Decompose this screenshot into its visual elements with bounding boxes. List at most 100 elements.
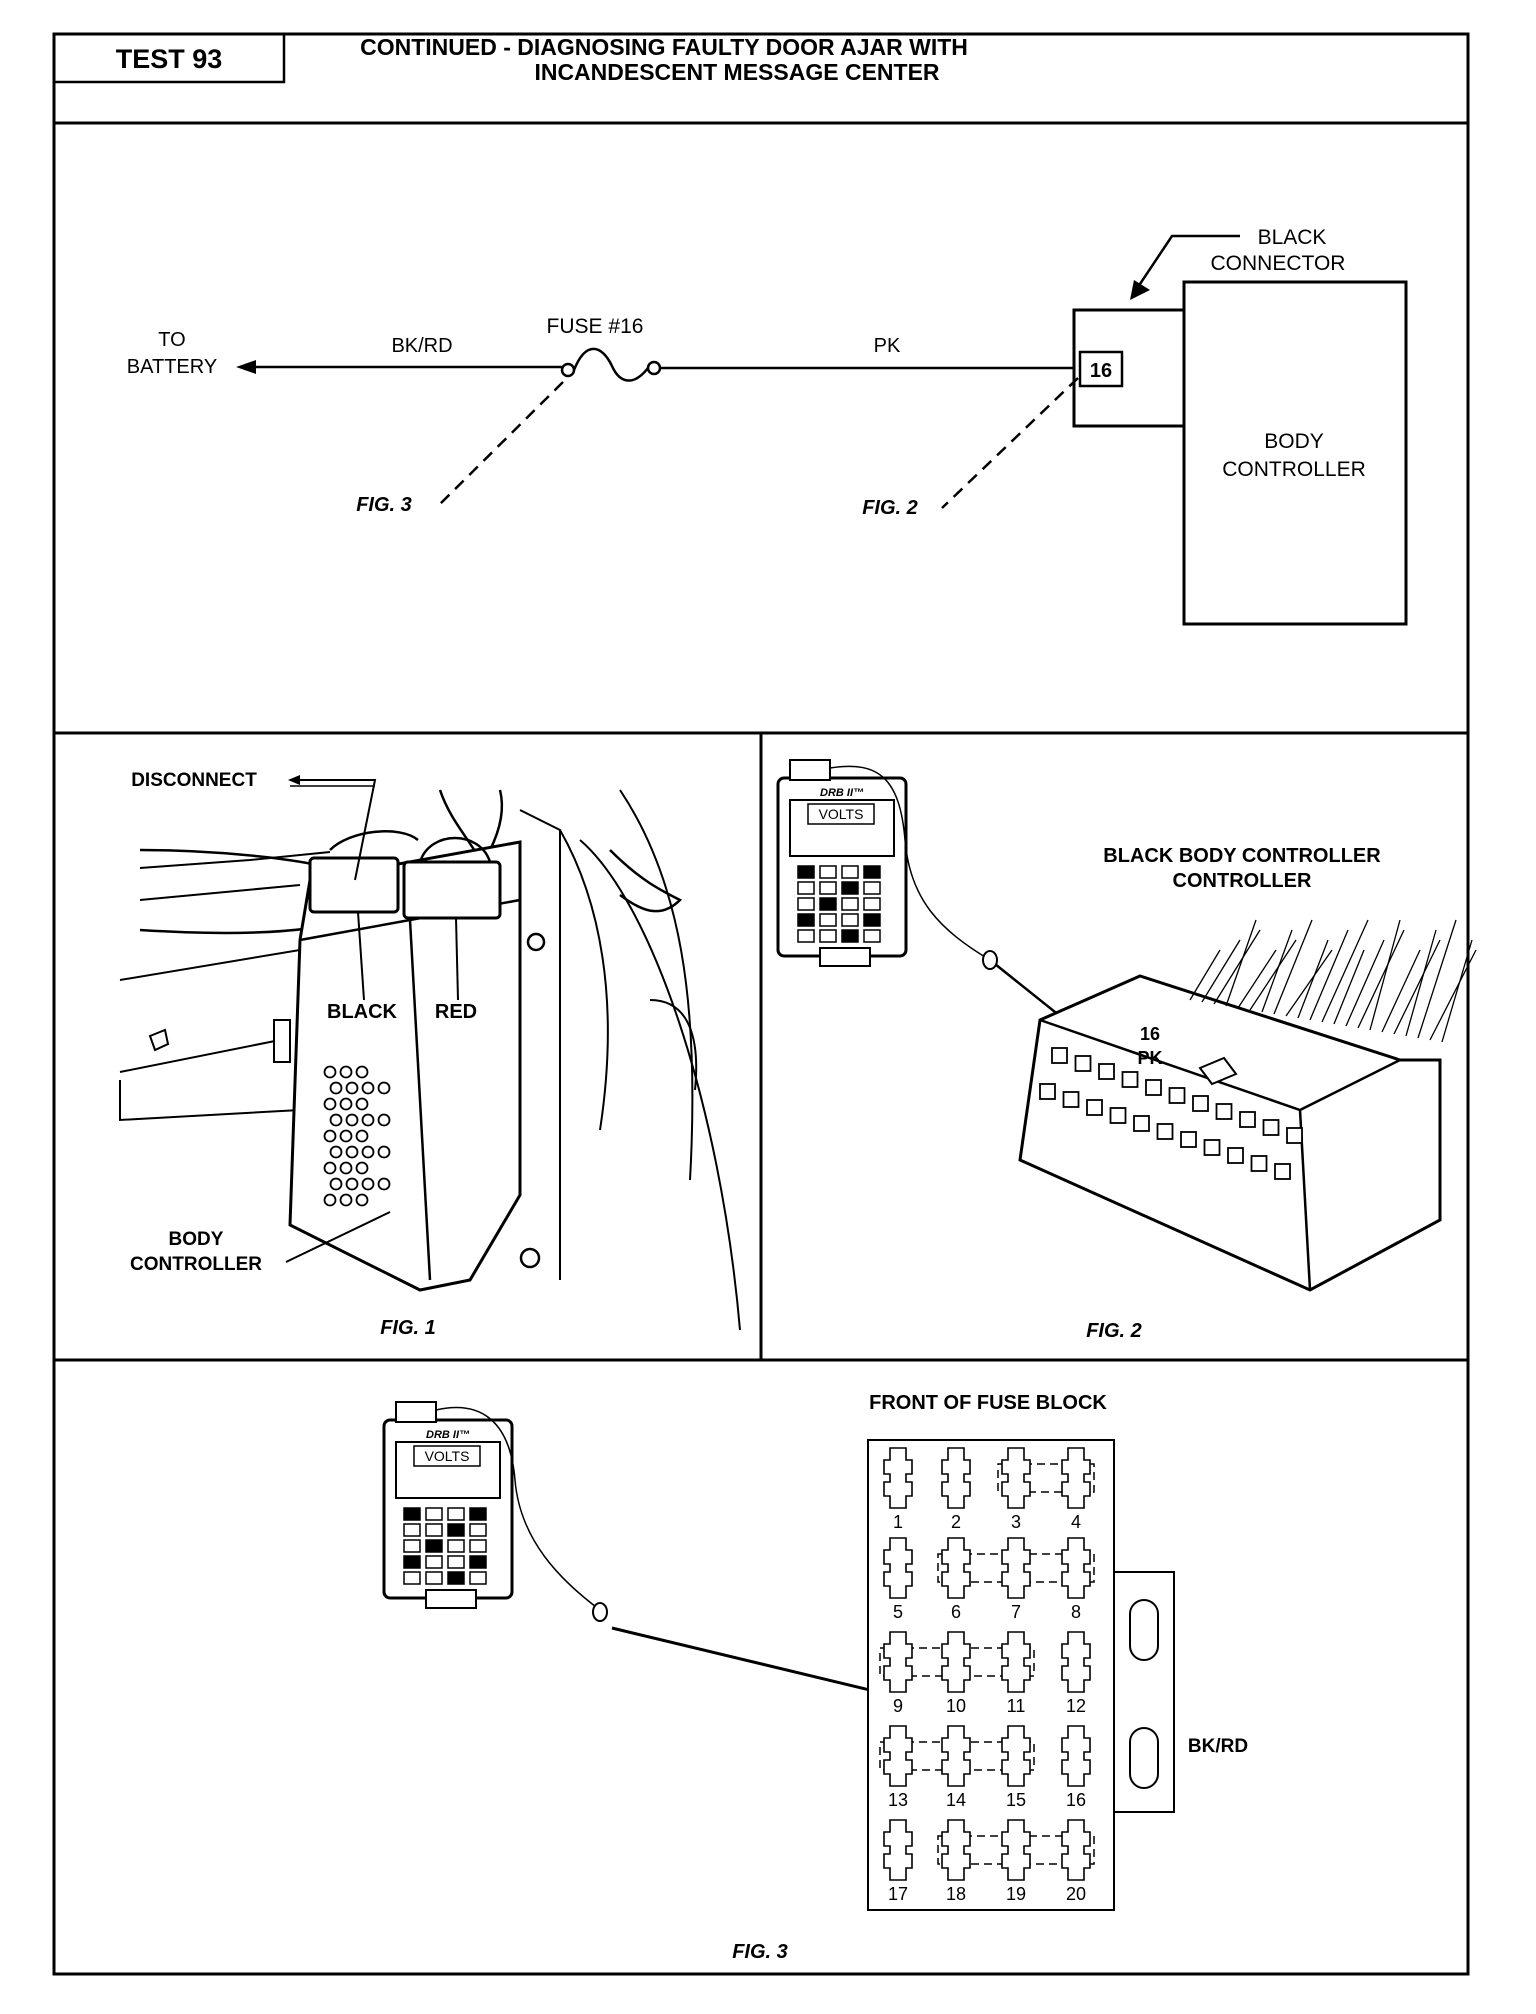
meter-key (403, 1555, 421, 1569)
meter-key (425, 1571, 443, 1585)
wire-label-pk: PK (874, 335, 901, 357)
page-title-line1: CONTINUED - DIAGNOSING FAULTY DOOR AJAR … (360, 34, 968, 60)
meter-key (425, 1539, 443, 1553)
vent-hole (355, 1097, 369, 1111)
meter-key (797, 897, 815, 911)
meter-key (425, 1507, 443, 1521)
meter-key (447, 1555, 465, 1569)
fuse-number: 12 (1066, 1696, 1086, 1716)
connector-wire (1417, 919, 1457, 1039)
connector-wire (1309, 929, 1349, 1021)
fig2-meter-display (789, 799, 895, 857)
meter-key (425, 1555, 443, 1569)
fuse-block-mounting-tab (1114, 1571, 1175, 1813)
connector-callout-arrow-icon (1130, 280, 1150, 300)
fuse-number: 10 (946, 1696, 966, 1716)
fig1-body-controller-location: DISCONNECT BLACK RED BODY CONTROLLER FIG… (119, 770, 741, 1339)
fig2-wire-label: PK (1137, 1048, 1162, 1068)
red-connector-label: RED (435, 1001, 477, 1023)
fig2-probe-tip (982, 950, 998, 970)
fuse-number: 16 (1066, 1790, 1086, 1810)
fig3-meter-bottom-port (425, 1589, 477, 1609)
fig2-meter-keypad (797, 865, 881, 943)
fig2-meter-brand: DRB II™ (820, 787, 864, 799)
fuse-terminal-right (646, 360, 662, 376)
connector-cavity (1051, 1047, 1068, 1064)
meter-key (403, 1571, 421, 1585)
vent-hole (377, 1081, 391, 1095)
fuse-cavity (941, 1631, 971, 1693)
body-controller-box (1182, 280, 1408, 626)
fuse-number: 6 (951, 1602, 961, 1622)
wiring-schematic: TO BATTERY BK/RD FUSE #16 PK 16 BODY CON… (127, 226, 1408, 626)
vent-hole (377, 1177, 391, 1191)
fig2-pin-label: 16 (1140, 1024, 1160, 1044)
fuse-symbol-icon (572, 347, 649, 382)
connector-cavity (1156, 1123, 1174, 1140)
fig2-connector-shell (1018, 974, 1442, 1292)
vent-hole (339, 1161, 353, 1175)
fig1-mounting-bracket (273, 1019, 291, 1063)
meter-key (819, 897, 837, 911)
to-battery-line1: TO (158, 329, 185, 351)
connector-callout-line1: BLACK (1258, 226, 1327, 249)
vent-hole (345, 1145, 359, 1159)
fuse-number: 17 (888, 1884, 908, 1904)
fig3-probe-tip (592, 1602, 608, 1622)
fuse-number: 2 (951, 1512, 961, 1532)
fig3-probe-cable (435, 1406, 601, 1611)
fuse-cavity (883, 1631, 913, 1693)
meter-key (447, 1523, 465, 1537)
fig2-caption: FIG. 2 (1086, 1320, 1142, 1342)
fig3-meter-display (395, 1441, 501, 1499)
fuse-cavity (883, 1725, 913, 1787)
meter-key (841, 897, 859, 911)
meter-key (469, 1555, 487, 1569)
meter-key (863, 897, 881, 911)
fuse-number: 1 (893, 1512, 903, 1532)
meter-key (797, 929, 815, 943)
fig3-meter-mode: VOLTS (425, 1448, 470, 1464)
controller-label-line1: BODY (1264, 430, 1324, 453)
meter-key (841, 913, 859, 927)
fig1-vent-holes (323, 1065, 391, 1207)
vent-hole (345, 1081, 359, 1095)
connector-cavity (1215, 1103, 1233, 1120)
fig2-connector-test: DRB II™ VOLTS BLACK BODY CONTROLLER CONT… (776, 759, 1477, 1342)
vent-hole (329, 1113, 343, 1127)
fig2-meter-mode-box (807, 803, 875, 825)
fuse-cavity (941, 1537, 971, 1599)
connector-wire (1201, 939, 1241, 1003)
meter-key (447, 1507, 465, 1521)
fuse-cavity (883, 1537, 913, 1599)
fig3-meter-mode-box (413, 1445, 481, 1467)
fig2-reference: FIG. 2 (862, 497, 918, 519)
fuse-cavity (1061, 1819, 1091, 1881)
vent-hole (345, 1177, 359, 1191)
meter-key (819, 913, 837, 927)
vent-hole (323, 1161, 337, 1175)
connector-wire (1285, 949, 1333, 1017)
black-label-leader (357, 911, 365, 1001)
fuse-cavity (941, 1725, 971, 1787)
vent-hole (355, 1065, 369, 1079)
meter-key (469, 1523, 487, 1537)
fig3-meter-cable-plug (395, 1401, 437, 1423)
connector-pin-box (1078, 350, 1124, 388)
red-connector-wires (418, 836, 492, 863)
fuse-block-slot-lower (1129, 1727, 1159, 1789)
fig2-connector-cavities (1039, 1047, 1303, 1180)
connector-callout-line2: CONNECTOR (1211, 252, 1346, 275)
fig2-reference-leader (941, 377, 1079, 509)
fuse-cavity (883, 1447, 913, 1509)
body-controller-leader (285, 1211, 391, 1263)
fuse-number: 11 (1007, 1696, 1026, 1716)
header: TEST 93 CONTINUED - DIAGNOSING FAULTY DO… (52, 32, 968, 85)
fig2-title-line1: BLACK BODY CONTROLLER (1103, 845, 1381, 867)
fuse-cavity (941, 1819, 971, 1881)
test-label-box (52, 32, 286, 84)
fig2-probe-cable (829, 765, 991, 961)
vent-hole (339, 1129, 353, 1143)
connector-cavity (1180, 1131, 1197, 1148)
